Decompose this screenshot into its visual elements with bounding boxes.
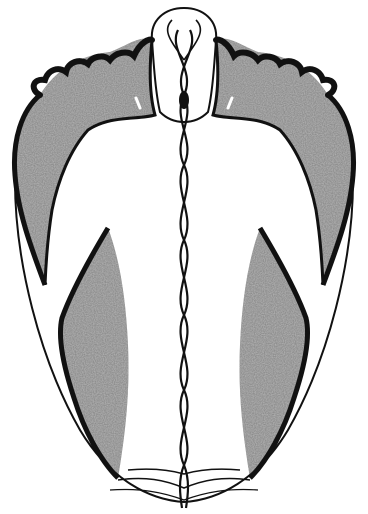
crown-node xyxy=(179,91,189,109)
